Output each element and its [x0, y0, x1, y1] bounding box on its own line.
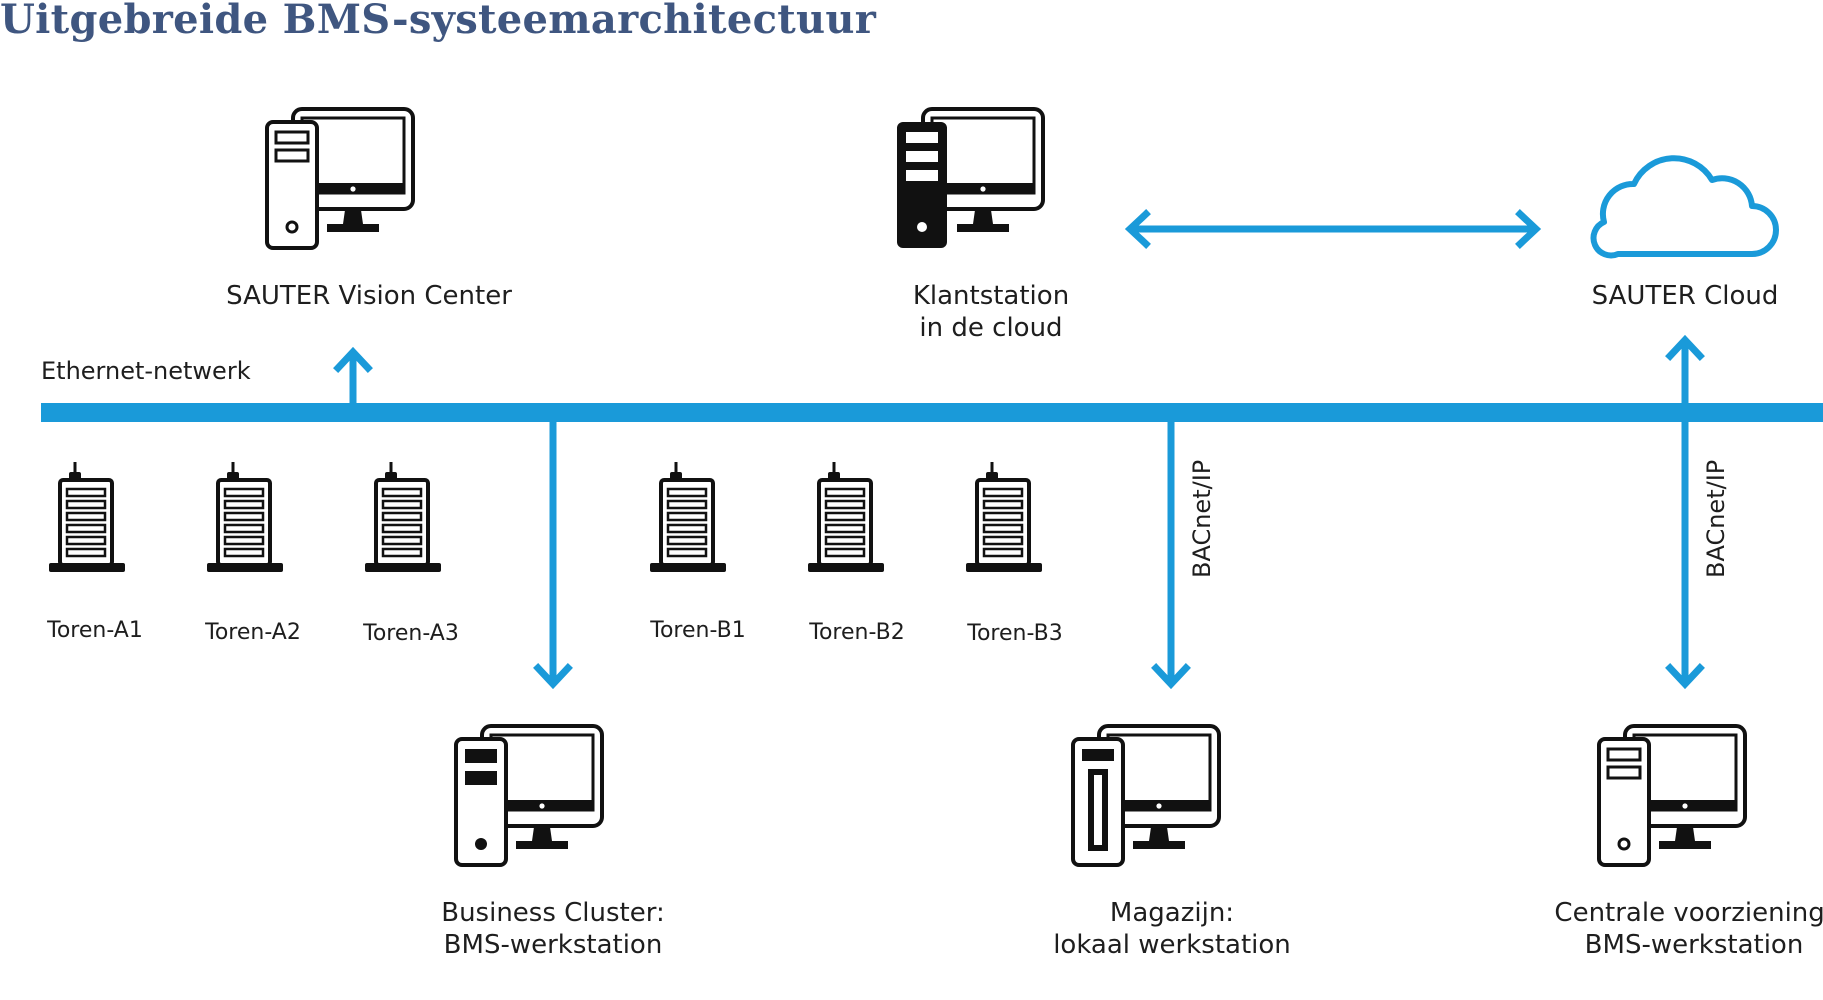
- centrale-label-line2: BMS-werkstation: [1585, 930, 1804, 960]
- klantstation-node: Klantstation in de cloud: [895, 107, 1069, 343]
- cloud-icon: [1590, 155, 1779, 259]
- desktop-computer-icon: [454, 724, 604, 867]
- protocol-label-centrale: BACnet/IP: [1702, 460, 1730, 578]
- diagram-title: Uitgebreide BMS-systeemarchitectuur: [0, 0, 877, 43]
- building-icon: [47, 460, 127, 574]
- tower-group-b: Toren-B1 Toren-B2 Toren-B3: [648, 460, 1063, 646]
- tower-label-b2: Toren-B2: [808, 620, 904, 645]
- cloud-node: SAUTER Cloud: [1590, 155, 1779, 311]
- tower-label-a1: Toren-A1: [46, 618, 143, 643]
- magazijn-label-line1: Magazijn:: [1110, 898, 1234, 928]
- vision-center-label: SAUTER Vision Center: [226, 281, 512, 311]
- vision-center-node: SAUTER Vision Center: [226, 107, 512, 311]
- tower-label-a3: Toren-A3: [362, 621, 459, 646]
- building-icon: [964, 460, 1044, 574]
- desktop-computer-icon: [1597, 724, 1747, 867]
- tower-group-a: Toren-A1 Toren-A2 Toren-A3: [46, 460, 459, 646]
- business-cluster-label-line1: Business Cluster:: [441, 898, 665, 928]
- desktop-computer-icon: [265, 107, 415, 250]
- cloud-label: SAUTER Cloud: [1592, 281, 1779, 311]
- connector-klantstation-cloud: [1124, 209, 1542, 249]
- protocol-label-magazijn: BACnet/IP: [1188, 460, 1216, 578]
- magazijn-node: Magazijn: lokaal werkstation: [1053, 724, 1291, 960]
- connector-vision-center: [333, 346, 373, 405]
- business-cluster-label-line2: BMS-werkstation: [444, 930, 663, 960]
- business-cluster-node: Business Cluster: BMS-werkstation: [441, 724, 665, 960]
- tower-label-b1: Toren-B1: [649, 618, 745, 643]
- ethernet-bus: [41, 403, 1823, 422]
- connector-cloud-centrale: [1665, 334, 1705, 690]
- magazijn-label-line2: lokaal werkstation: [1053, 930, 1291, 960]
- building-icon: [205, 460, 285, 574]
- ethernet-label: Ethernet-netwerk: [41, 357, 251, 385]
- centrale-node: Centrale voorziening: BMS-werkstation: [1554, 724, 1823, 960]
- desktop-computer-icon: [895, 107, 1045, 250]
- tower-label-a2: Toren-A2: [204, 620, 301, 645]
- desktop-computer-icon: [1071, 724, 1221, 867]
- connector-magazijn: [1151, 420, 1191, 690]
- centrale-label-line1: Centrale voorziening:: [1554, 898, 1823, 928]
- connector-business-cluster: [533, 420, 573, 690]
- klantstation-label-line2: in de cloud: [919, 313, 1062, 343]
- building-icon: [363, 460, 443, 574]
- building-icon: [648, 460, 728, 574]
- tower-label-b3: Toren-B3: [966, 621, 1062, 646]
- building-icon: [806, 460, 886, 574]
- klantstation-label-line1: Klantstation: [913, 281, 1069, 311]
